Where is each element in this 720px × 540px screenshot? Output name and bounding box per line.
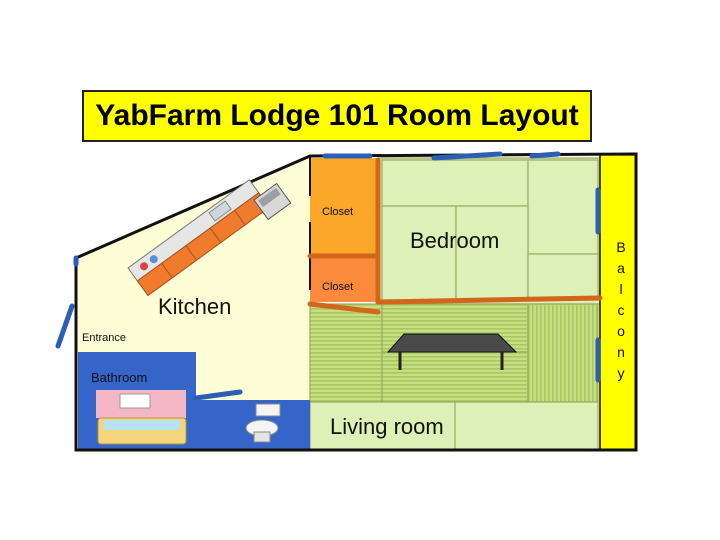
closet-top	[310, 158, 378, 254]
kitchen-counter-icon	[127, 179, 271, 297]
bathroom-label: Bathroom	[91, 370, 147, 385]
balcony	[600, 154, 636, 450]
living-room-label: Living room	[330, 414, 444, 439]
bedroom-label: Bedroom	[410, 228, 499, 253]
kitchen-label: Kitchen	[158, 294, 231, 319]
toilet-icon	[245, 403, 281, 443]
windows	[55, 151, 601, 401]
page-title: YabFarm Lodge 101 Room Layout	[82, 90, 592, 142]
room-dividers	[307, 157, 603, 315]
refrigerator-icon	[253, 182, 292, 221]
low-table-icon	[386, 333, 518, 370]
closet-bottom	[310, 258, 378, 302]
entrance-label: Entrance	[82, 332, 126, 344]
closet-bottom-label: Closet	[322, 281, 353, 293]
closet-top-label: Closet	[322, 206, 353, 218]
bathtub-icon	[96, 390, 187, 445]
bedroom-floor	[377, 157, 601, 305]
